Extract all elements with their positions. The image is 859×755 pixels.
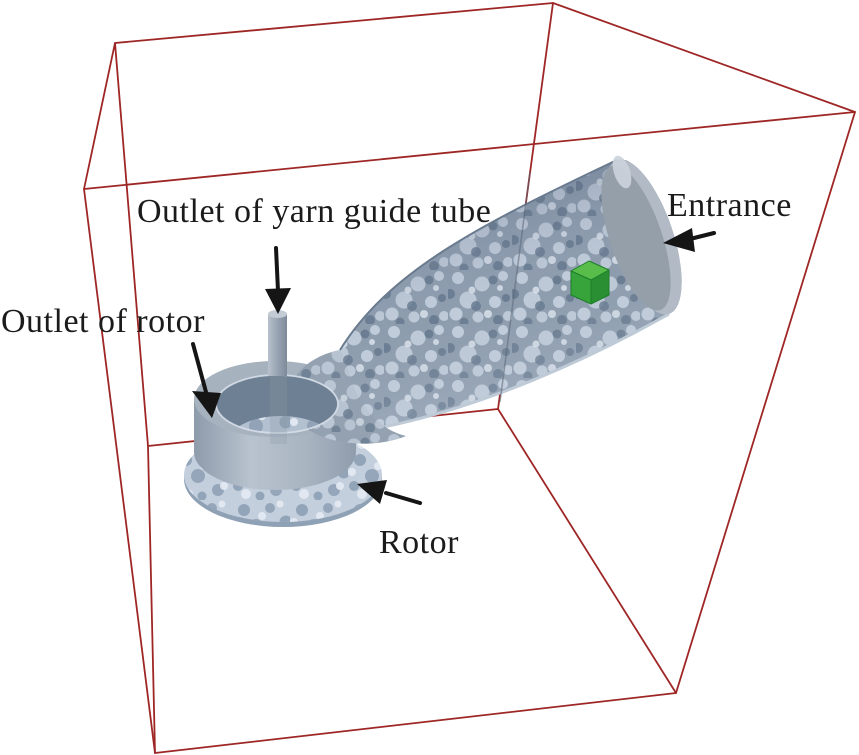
arrow-rotor bbox=[357, 480, 422, 505]
rotor-cavity-shadow bbox=[216, 375, 338, 433]
yarn-guide-tube bbox=[268, 310, 287, 444]
cone-bottom-silhouette-edge bbox=[349, 312, 670, 435]
label-yarn-guide-tube-outlet: Outlet of yarn guide tube bbox=[137, 193, 492, 230]
arrow-yarn-guide-tube-outlet bbox=[265, 246, 291, 314]
annotation-arrows bbox=[191, 228, 716, 505]
box-top-face-edges bbox=[83, 2, 856, 190]
cone-top-silhouette-edge bbox=[339, 159, 618, 351]
box-vertical-edge-a bbox=[114, 42, 149, 447]
tube-inside-ghost bbox=[270, 372, 287, 444]
box-vertical-edge-d bbox=[83, 188, 156, 754]
cube-right-face bbox=[590, 269, 610, 305]
transfer-channel-cone bbox=[339, 155, 682, 435]
rotor-assembly bbox=[184, 350, 406, 527]
box-vertical-edge-c bbox=[675, 111, 856, 694]
tube-body bbox=[268, 314, 287, 376]
wireframe-seen-through-cone bbox=[499, 171, 531, 403]
tube-top-cap bbox=[268, 310, 287, 318]
entrance-face bbox=[601, 165, 671, 311]
entrance-top-highlight bbox=[612, 155, 632, 189]
label-rotor-outlet: Outlet of rotor bbox=[1, 303, 205, 340]
seed-marker-cube bbox=[570, 260, 610, 305]
arrow-entrance bbox=[663, 228, 716, 252]
label-entrance: Entrance bbox=[667, 187, 792, 224]
cone-shading-overlay bbox=[339, 159, 682, 433]
arrow-rotor-outlet bbox=[191, 342, 221, 418]
label-rotor: Rotor bbox=[379, 524, 459, 561]
